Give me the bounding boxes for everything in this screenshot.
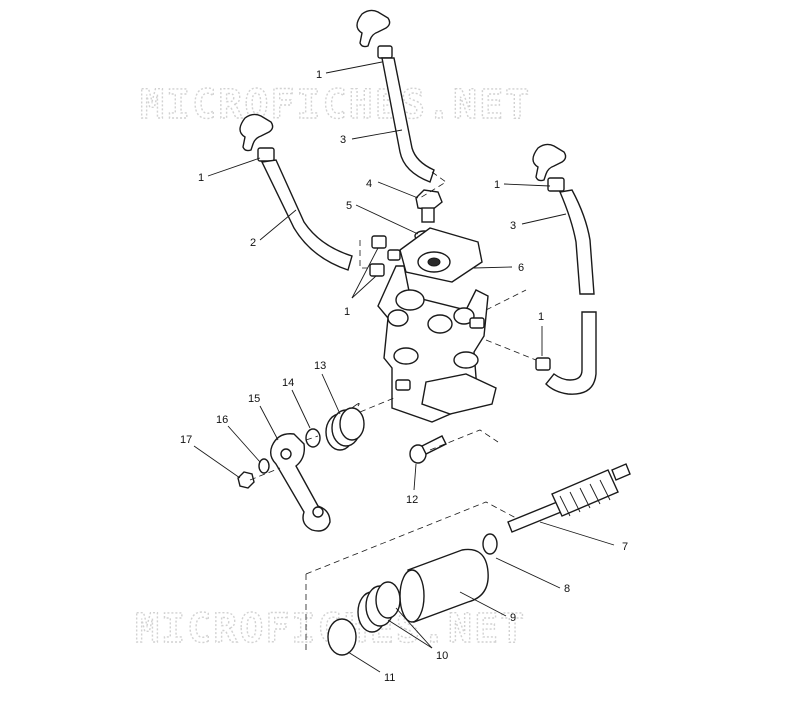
hose-3-top: [381, 57, 435, 183]
callout-6: 6: [518, 262, 524, 274]
bushing-9: [399, 548, 489, 623]
callouts: 1 3 1 2 4 5 1 3 6 1 1 13 14 15 16 17 12 …: [180, 69, 628, 684]
callout-15: 15: [248, 393, 260, 405]
callout-1: 1: [494, 179, 500, 191]
callout-10: 10: [436, 650, 448, 662]
hose-3-right: [559, 189, 595, 295]
o-ring-11: [327, 618, 357, 656]
washer-14: [305, 428, 321, 448]
clamp: [535, 357, 551, 371]
callout-9: 9: [510, 612, 516, 624]
callout-1: 1: [316, 69, 322, 81]
callout-4: 4: [366, 178, 372, 190]
fitting-right: [532, 143, 567, 192]
hose-2-left: [260, 159, 353, 271]
nut-17: [237, 471, 255, 489]
watermark-top: MICROFICHES.NET: [140, 82, 531, 128]
assembly-lines: [249, 171, 537, 654]
callout-1: 1: [538, 311, 544, 323]
callout-3: 3: [340, 134, 346, 146]
callout-7: 7: [622, 541, 628, 553]
lever-arm-15: [269, 433, 331, 532]
spring-13: [325, 403, 365, 451]
callout-13: 13: [314, 360, 326, 372]
bolt-12: [409, 435, 447, 464]
callout-14: 14: [282, 377, 294, 389]
oil-pump-body: [377, 227, 497, 423]
callout-17: 17: [180, 434, 192, 446]
callout-1: 1: [344, 306, 350, 318]
fitting-left: [239, 113, 275, 162]
callout-3: 3: [510, 220, 516, 232]
callout-16: 16: [216, 414, 228, 426]
hose-lower-right: [545, 311, 597, 395]
washer-8: [482, 533, 498, 555]
washer-16: [258, 458, 270, 474]
fitting-top: [356, 9, 393, 59]
clamp: [369, 263, 385, 277]
callout-8: 8: [564, 583, 570, 595]
leader-lines: [193, 61, 615, 673]
callout-2: 2: [250, 237, 256, 249]
springs-10: [357, 581, 401, 633]
callout-12: 12: [406, 494, 418, 506]
clamp: [371, 235, 387, 249]
callout-5: 5: [346, 200, 352, 212]
bolt-4: [415, 189, 443, 223]
callout-1: 1: [198, 172, 204, 184]
drive-shaft-7: [507, 463, 631, 533]
callout-11: 11: [384, 672, 395, 684]
